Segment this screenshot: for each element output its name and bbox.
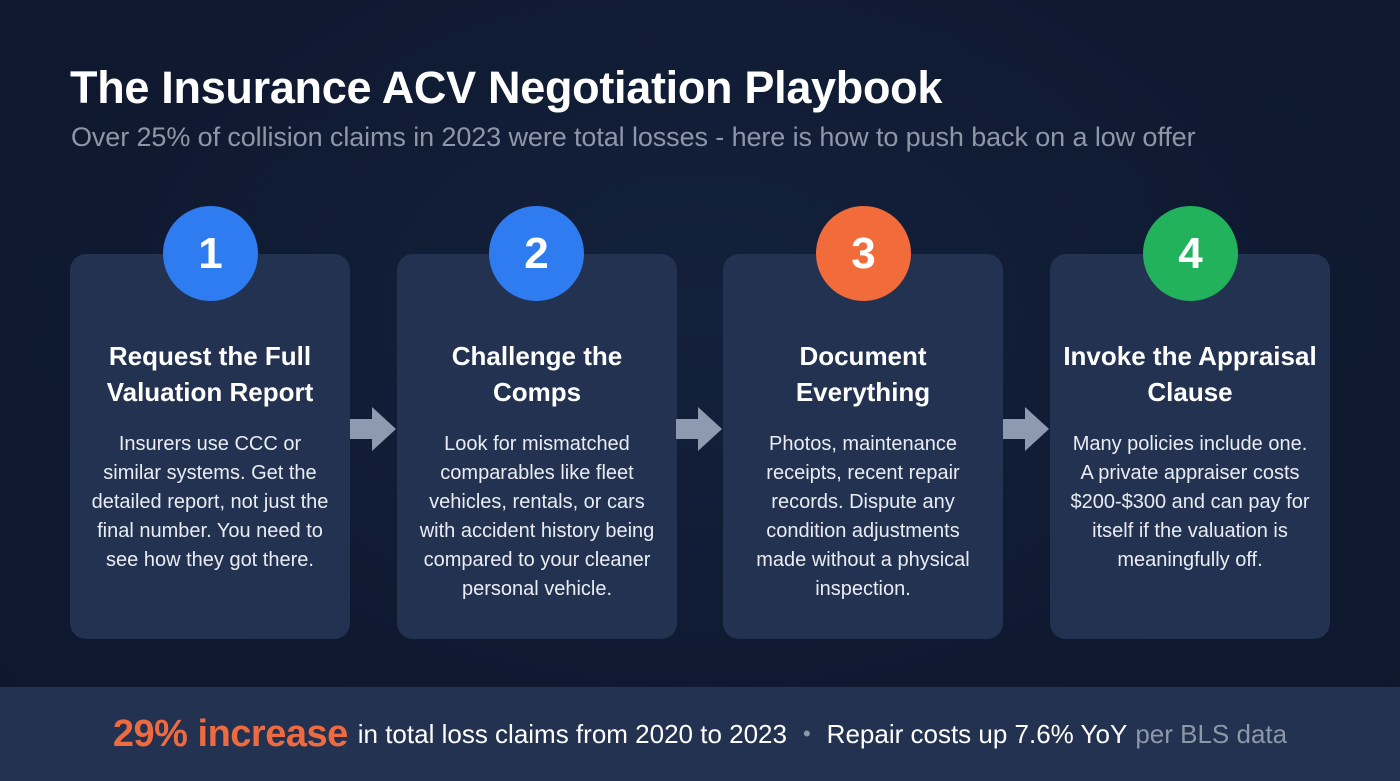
step-number-badge-4: 4	[1143, 206, 1238, 301]
steps-row: Request the Full Valuation Report Insure…	[70, 206, 1330, 639]
page-subtitle: Over 25% of collision claims in 2023 wer…	[71, 122, 1196, 152]
step-number-badge-1: 1	[163, 206, 258, 301]
step-card-1: Request the Full Valuation Report Insure…	[70, 254, 350, 639]
stats-footer-bar: 29% increase in total loss claims from 2…	[0, 687, 1400, 781]
source-note: per BLS data	[1135, 718, 1288, 749]
step-description: Photos, maintenance receipts, recent rep…	[756, 433, 970, 600]
arrow-right-icon	[676, 407, 722, 451]
step-card-3: Document Everything Photos, maintenance …	[723, 254, 1003, 639]
step-title: Challenge the Comps	[451, 341, 623, 407]
page-title: The Insurance ACV Negotiation Playbook	[70, 62, 943, 113]
step-number-badge-3: 3	[816, 206, 911, 301]
step-card-2: Challenge the Comps Look for mismatched …	[397, 254, 677, 639]
bullet-separator: •	[802, 721, 811, 746]
step-card-4: Invoke the Appraisal Clause Many policie…	[1050, 254, 1330, 639]
step-title: Request the Full Valuation Report	[106, 341, 314, 407]
highlight-stat: 29% increase	[112, 712, 348, 755]
stat-2-text: Repair costs up 7.6% YoY	[826, 718, 1128, 749]
step-description: Many policies include one. A private app…	[1070, 433, 1310, 571]
stat-1-text: in total loss claims from 2020 to 2023	[357, 718, 787, 749]
step-title: Invoke the Appraisal Clause	[1063, 341, 1317, 407]
step-title: Document Everything	[795, 341, 931, 407]
arrow-right-icon	[1003, 407, 1049, 451]
arrow-right-icon	[350, 407, 396, 451]
step-description: Insurers use CCC or similar systems. Get…	[91, 433, 329, 571]
step-description: Look for mismatched comparables like fle…	[419, 433, 655, 600]
step-number-badge-2: 2	[489, 206, 584, 301]
